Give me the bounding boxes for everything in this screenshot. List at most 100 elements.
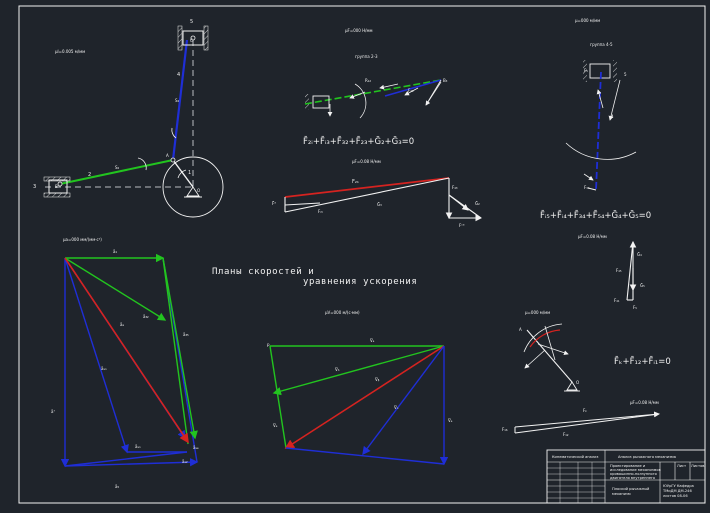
crank-forces-scale: μF=0.08 H/мм bbox=[630, 400, 659, 405]
group23-label-b3: B₃ bbox=[443, 78, 448, 83]
crank-equilibrium: μ=000 м/мм A O F̄ₖ+F̄₁₂+F̄ᵢ₁=0 bbox=[519, 310, 671, 392]
acc-label-ab: āₛₙ bbox=[135, 444, 141, 449]
title-block: Кинематический анализ Анализ рычажного м… bbox=[546, 449, 706, 504]
tb-top-title: Анализ рычажного механизма bbox=[618, 455, 676, 459]
crank-scale: μ=000 м/мм bbox=[525, 310, 550, 315]
fp23-label-f43: F₄₃ bbox=[452, 185, 458, 190]
acc-label-ae: ā₅ bbox=[115, 484, 119, 489]
group45-scale: μ=000 м/мм bbox=[575, 18, 600, 23]
vel-blue-diag bbox=[362, 345, 445, 456]
tb-bottom-line-1: Плоский рычажный bbox=[612, 487, 650, 491]
vel-label-vd: V̄ₑ bbox=[273, 423, 278, 428]
group45-force-3 bbox=[583, 173, 594, 181]
group45-label-n4: 4 bbox=[611, 114, 614, 119]
group45-arc bbox=[565, 142, 637, 160]
acc-label-a1: ā₁ bbox=[113, 249, 117, 254]
group45-title: группа 4-5 bbox=[590, 42, 613, 47]
label-s2: S₂ bbox=[115, 165, 120, 170]
crank-circle bbox=[162, 156, 224, 218]
cf-label-fk: F₁₆ bbox=[502, 427, 508, 432]
sheet-title-line-2: уравнения ускорения bbox=[303, 277, 417, 287]
crank-force-1 bbox=[524, 349, 546, 369]
tb-mid-line-4: двигателя внутреннего bbox=[610, 476, 655, 480]
label-3: 3 bbox=[33, 184, 36, 190]
vel-red bbox=[284, 345, 445, 449]
group-2-3: μF=000 H/мм группа 2-3 R₁₂ B₃ F₂₃ F̄₂ᵢ+F… bbox=[303, 28, 448, 147]
group23-slider bbox=[312, 95, 330, 109]
joint-b bbox=[57, 181, 63, 187]
tb-left-title: Кинематический анализ bbox=[552, 455, 598, 459]
fp45-label-f41: F₄₁ bbox=[614, 298, 620, 303]
group23-f-arrow-2 bbox=[404, 87, 419, 96]
group23-link-blue bbox=[384, 79, 442, 97]
fp23-label-fn3: Fⁿ³ bbox=[459, 223, 465, 228]
label-point-c: C bbox=[190, 38, 193, 43]
vel-green-left bbox=[269, 345, 287, 449]
sheet-title-line-1: Планы скоростей и bbox=[212, 267, 314, 277]
link-2 bbox=[59, 159, 174, 185]
fp45-label-f5: F₅ bbox=[633, 305, 637, 310]
fp45-diag bbox=[626, 241, 634, 301]
fp45-label-g5: Ḡ₅ bbox=[640, 283, 645, 288]
velocity-plan: μV=000 м/(с·мм) p V̄ₐ V̄ₕ V̄ᵦ V̄ₙ V̄ₑ V̄… bbox=[267, 310, 453, 466]
fp23-label-ft3: F̄³ bbox=[272, 201, 276, 206]
crank-equation: F̄ₖ+F̄₁₂+F̄ᵢ₁=0 bbox=[614, 355, 671, 367]
acc-green-3 bbox=[162, 257, 189, 445]
group23-label-r: R₁₂ bbox=[365, 78, 371, 83]
joint-c bbox=[190, 35, 196, 41]
label-5: 5 bbox=[190, 19, 193, 25]
tb-sheet: Лист bbox=[677, 464, 686, 468]
crank-label-o: O bbox=[576, 380, 579, 385]
acc-blue-diag-1 bbox=[64, 257, 129, 454]
group23-arc bbox=[354, 83, 367, 119]
group45-label-f5: F₅ bbox=[584, 68, 588, 73]
force-plan-2-3: μF=0.08 H/мм F₂₁ F₄₃ F̄³ Ḡ₃ Fᵢ₃ Ḡ₂ Fⁿ³ bbox=[272, 159, 483, 228]
group45-link-white bbox=[587, 187, 597, 191]
crank-label-a: A bbox=[519, 327, 522, 332]
group23-scale: μF=000 H/мм bbox=[345, 28, 373, 33]
vel-label-ve: V̄ₑ bbox=[448, 418, 453, 423]
group45-slider-guide-r bbox=[613, 60, 617, 82]
top-slider-guide-right bbox=[203, 25, 209, 51]
top-slider-guide-left bbox=[177, 25, 183, 51]
label-s4: S₄ bbox=[175, 98, 180, 103]
vel-label-p: p bbox=[267, 342, 270, 347]
crank-arc-red bbox=[529, 329, 561, 348]
group23-link-green bbox=[304, 79, 442, 105]
acc-blue-bottom-2 bbox=[64, 458, 199, 467]
group23-f-arrow-3 bbox=[349, 91, 366, 99]
crank-force-3 bbox=[544, 325, 556, 361]
group45-label-f34: F₃₄ bbox=[584, 185, 590, 190]
force-plan23-scale: μF=0.08 H/мм bbox=[352, 159, 381, 164]
acc-label-ac: āₛₑ bbox=[193, 445, 199, 450]
tb-right-line-1: ЮУрГУ Кафедра bbox=[663, 484, 694, 488]
ground-pivot bbox=[186, 186, 200, 197]
group45-equation: F̄ᵢ₅+F̄ᵢ₄+F̄₃₄+F̄₅₄+Ḡ₄+Ḡ₅=0 bbox=[540, 209, 651, 221]
label-1: 1 bbox=[188, 170, 191, 176]
fp23-label-g2: Ḡ₂ bbox=[475, 201, 480, 206]
fp23-white-g3 bbox=[284, 177, 450, 213]
top-slider bbox=[182, 30, 204, 46]
vel-label-va: V̄ₐ bbox=[370, 338, 375, 343]
left-slider-guide-bottom bbox=[43, 192, 71, 198]
mechanism-scale: μl=0.005 м/мм bbox=[55, 49, 85, 54]
group45-force-1 bbox=[596, 89, 604, 109]
acceleration-plan: μa=000 мм/(мм·с²) ā₁ āᵀ ā₃₅ ā₃₂ āₛₙ āₐ ā… bbox=[51, 237, 199, 489]
tb-right-line-3: листов 08-06 bbox=[663, 494, 688, 498]
group45-force-2 bbox=[608, 79, 621, 121]
tb-right-line-2: ТМиДМ ДМ-246 bbox=[662, 489, 692, 493]
cf-label-fa: Fₖ bbox=[583, 408, 587, 413]
acc-label-a3: ā₃₅ bbox=[183, 332, 189, 337]
acc-green-1 bbox=[64, 257, 167, 321]
acc-label-a4: ā₃₂ bbox=[143, 314, 149, 319]
vel-blue-bottom bbox=[285, 447, 445, 465]
cf-bottom bbox=[514, 413, 660, 434]
crank-pivot bbox=[566, 381, 578, 391]
fp45-label-f45: F₄₅ bbox=[616, 268, 622, 273]
s4-arc bbox=[171, 127, 177, 139]
crank-force-2 bbox=[537, 343, 569, 356]
crank-arc-white bbox=[523, 323, 563, 353]
crank-force-plan: μF=0.08 H/мм Fₖ F₁₆ F₁₂ bbox=[502, 400, 660, 437]
label-2: 2 bbox=[88, 172, 91, 178]
fp23-label-fi3: Fᵢ₃ bbox=[318, 209, 323, 214]
